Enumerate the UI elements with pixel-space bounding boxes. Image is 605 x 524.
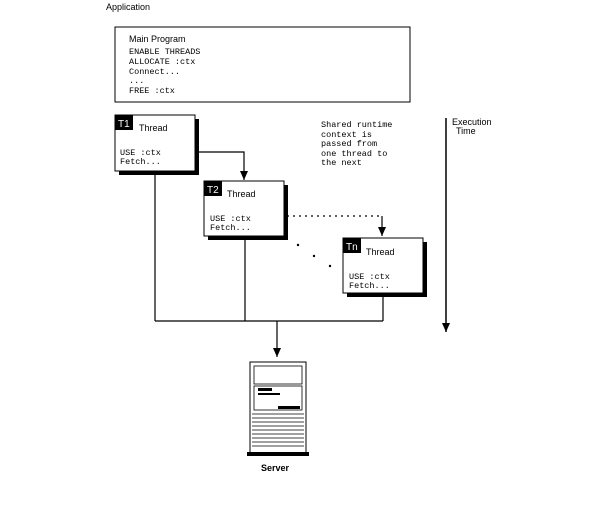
main-program-title: Main Program — [129, 34, 186, 44]
server-icon — [247, 361, 309, 456]
t2-to-tn-dotted-arrow — [287, 215, 386, 236]
thread-line: Fetch... — [210, 223, 251, 233]
main-program-line: Connect... — [129, 67, 180, 77]
main-program-line: FREE :ctx — [129, 86, 175, 96]
main-program-line: ALLOCATE :ctx — [129, 57, 195, 67]
thread-t2-box: T2 Thread USE :ctx Fetch... — [203, 180, 288, 240]
main-program-line: ENABLE THREADS — [129, 47, 200, 57]
thread-tn-box: Tn Thread USE :ctx Fetch... — [342, 237, 427, 297]
shared-context-annotation: Shared runtime context is passed from on… — [321, 120, 392, 168]
thread-tag: T1 — [118, 119, 130, 130]
thread-title: Thread — [139, 123, 168, 133]
annotation-line: passed from — [321, 139, 377, 149]
thread-t1-box: T1 Thread USE :ctx Fetch... — [114, 114, 199, 175]
ellipsis-dots — [296, 243, 332, 268]
thread-tag: Tn — [346, 242, 358, 253]
execution-time-label: Execution — [452, 117, 492, 127]
thread-line: USE :ctx — [120, 148, 161, 158]
annotation-line: the next — [321, 158, 362, 168]
thread-title: Thread — [366, 247, 395, 257]
t1-to-t2-arrow — [196, 151, 248, 180]
thread-title: Thread — [227, 189, 256, 199]
thread-line: Fetch... — [120, 157, 161, 167]
annotation-line: Shared runtime — [321, 120, 392, 130]
thread-line: Fetch... — [349, 281, 390, 291]
connector-lines — [154, 172, 384, 322]
server-label: Server — [261, 463, 290, 473]
annotation-line: context is — [321, 130, 372, 140]
thread-tag: T2 — [207, 185, 219, 196]
annotation-line: one thread to — [321, 149, 387, 159]
execution-time-label: Time — [456, 126, 476, 136]
thread-line: USE :ctx — [210, 214, 251, 224]
main-program-line: ... — [129, 76, 144, 86]
thread-line: USE :ctx — [349, 272, 390, 282]
main-program-box: Main Program ENABLE THREADS ALLOCATE :ct… — [114, 26, 411, 103]
application-label: Application — [106, 2, 150, 12]
